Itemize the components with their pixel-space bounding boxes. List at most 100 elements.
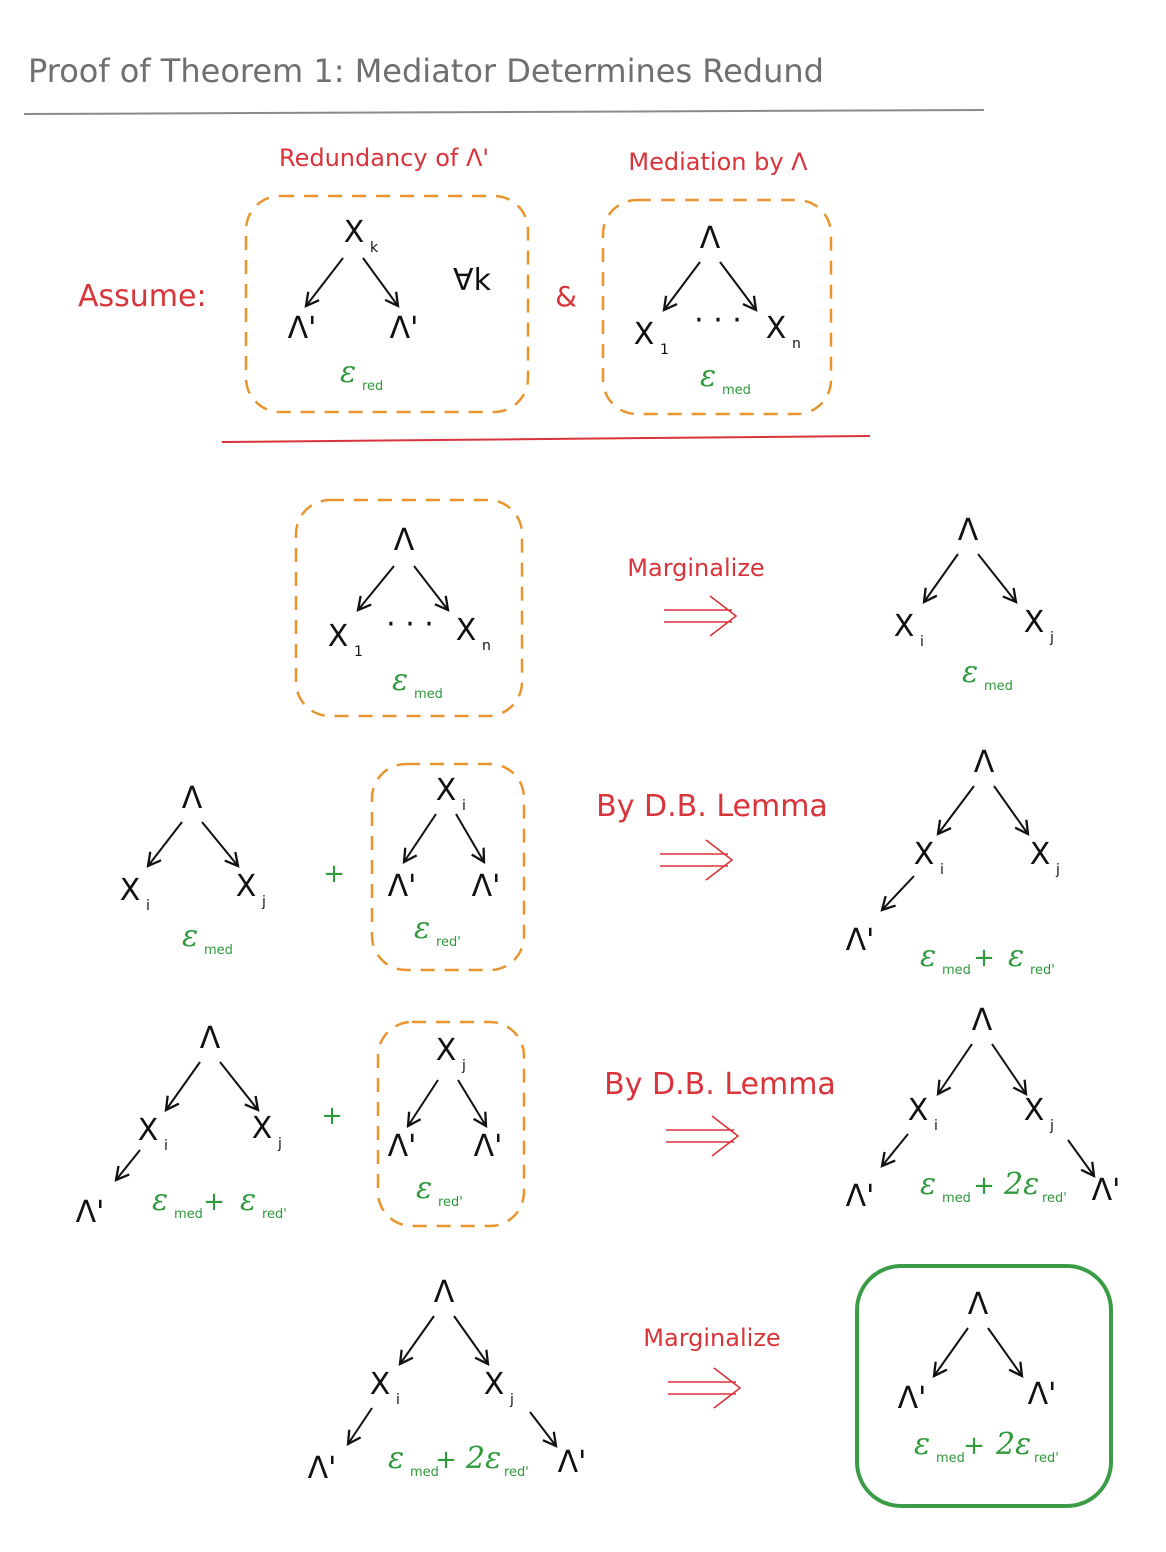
- node-x: X: [634, 317, 655, 352]
- edge-arrow: [993, 785, 1028, 834]
- node-subscript: n: [482, 638, 491, 654]
- epsilon-subscript: red': [262, 1207, 287, 1222]
- edge-arrow: [453, 1315, 488, 1364]
- edge-arrow: [882, 875, 915, 910]
- node-subscript: i: [920, 634, 924, 650]
- assume-divider: [221, 435, 871, 443]
- node-subscript: i: [940, 862, 944, 878]
- node-subscript: j: [1055, 862, 1060, 878]
- epsilon-subscript: red': [1042, 1191, 1067, 1206]
- edge-arrow: [719, 261, 756, 310]
- forall-k: ∀k: [453, 263, 492, 298]
- node-x: X: [914, 837, 935, 872]
- edge-arrow: [977, 553, 1016, 602]
- node-lambda: Λ: [200, 1021, 221, 1056]
- dashed-box: [376, 1020, 526, 1228]
- epsilon-term: ε: [920, 939, 936, 974]
- epsilon-term: ε: [388, 1441, 404, 1476]
- implies-head: [711, 1115, 740, 1157]
- edge-arrow: [404, 813, 437, 862]
- edge-arrow: [938, 1043, 973, 1094]
- epsilon-term: ε: [240, 1183, 256, 1218]
- edge-arrow: [1067, 1139, 1094, 1176]
- node-lambda: Λ: [394, 523, 415, 558]
- node-subscript: 1: [660, 342, 669, 358]
- node-x: X: [766, 311, 787, 346]
- node-subscript: j: [461, 1058, 466, 1074]
- node-x: X: [252, 1111, 273, 1146]
- title-underline: [23, 109, 985, 115]
- ellipsis: · · ·: [386, 607, 434, 642]
- epsilon-subscript: red': [504, 1465, 529, 1480]
- node-lambda-prime: Λ': [898, 1381, 927, 1416]
- marginalize-label: Marginalize: [643, 1324, 780, 1352]
- edge-arrow: [529, 1411, 556, 1446]
- plus-sign: +: [973, 1171, 995, 1201]
- result-box: [855, 1264, 1113, 1508]
- node-lambda-prime: Λ': [288, 311, 317, 346]
- plus-sign: +: [973, 943, 995, 973]
- edge-arrow: [987, 1327, 1022, 1376]
- epsilon-subscript: red': [436, 935, 461, 950]
- epsilon-subscript: red': [1030, 963, 1055, 978]
- epsilon-term: ε: [700, 359, 716, 394]
- epsilon-term: 2ε: [1003, 1167, 1039, 1202]
- node-lambda-prime: Λ': [558, 1445, 587, 1480]
- epsilon-subscript: med: [984, 679, 1013, 694]
- node-x: X: [120, 873, 141, 908]
- epsilon-subscript: med: [204, 943, 233, 958]
- implies-head: [705, 839, 734, 881]
- redundancy-label: Redundancy of Λ': [279, 144, 489, 172]
- edge-arrow: [664, 261, 701, 310]
- dashed-box: [601, 198, 833, 416]
- epsilon-term: ε: [920, 1167, 936, 1202]
- node-x: X: [1024, 1093, 1045, 1128]
- edge-arrow: [938, 785, 975, 834]
- marginalize-label: Marginalize: [627, 554, 764, 582]
- node-lambda: Λ: [974, 745, 995, 780]
- node-x: X: [436, 1033, 457, 1068]
- epsilon-subscript: med: [942, 963, 971, 978]
- epsilon-term: ε: [416, 1171, 432, 1206]
- epsilon-subscript: med: [936, 1451, 965, 1466]
- epsilon-term: 2ε: [465, 1441, 501, 1476]
- node-lambda: Λ: [972, 1003, 993, 1038]
- node-x: X: [328, 619, 349, 654]
- node-lambda: Λ: [958, 513, 979, 548]
- edge-arrow: [201, 821, 238, 866]
- edge-arrow: [991, 1043, 1026, 1094]
- edge-arrow: [348, 1407, 373, 1444]
- node-lambda-prime: Λ': [472, 869, 501, 904]
- epsilon-subscript: med: [722, 383, 751, 398]
- edge-arrow: [924, 553, 959, 602]
- edge-arrow: [400, 1315, 435, 1364]
- epsilon-term: ε: [414, 911, 430, 946]
- node-lambda-prime: Λ': [846, 923, 875, 958]
- edge-arrow: [148, 821, 183, 866]
- node-lambda: Λ: [434, 1275, 455, 1310]
- page-title: Proof of Theorem 1: Mediator Determines …: [28, 52, 824, 90]
- plus-sign: +: [203, 1187, 225, 1217]
- node-x: X: [436, 773, 457, 808]
- epsilon-term: ε: [1008, 939, 1024, 974]
- node-lambda-prime: Λ': [474, 1129, 503, 1164]
- dashed-box: [370, 762, 526, 972]
- node-subscript: 1: [354, 644, 363, 660]
- edge-arrow: [408, 1079, 439, 1126]
- node-lambda-prime: Λ': [388, 1129, 417, 1164]
- node-lambda: Λ: [700, 221, 721, 256]
- epsilon-term: ε: [152, 1183, 168, 1218]
- node-subscript: j: [509, 1392, 514, 1408]
- node-x: X: [484, 1367, 505, 1402]
- plus-sign: +: [435, 1445, 457, 1475]
- plus-sign: +: [323, 859, 345, 889]
- plus-sign: +: [963, 1431, 985, 1461]
- node-x: X: [456, 613, 477, 648]
- node-subscript: j: [1049, 630, 1054, 646]
- edge-arrow: [934, 1327, 969, 1376]
- node-subscript: j: [277, 1136, 282, 1152]
- edge-arrow: [457, 1079, 486, 1126]
- dashed-box: [294, 498, 524, 718]
- node-lambda-prime: Λ': [1092, 1173, 1121, 1208]
